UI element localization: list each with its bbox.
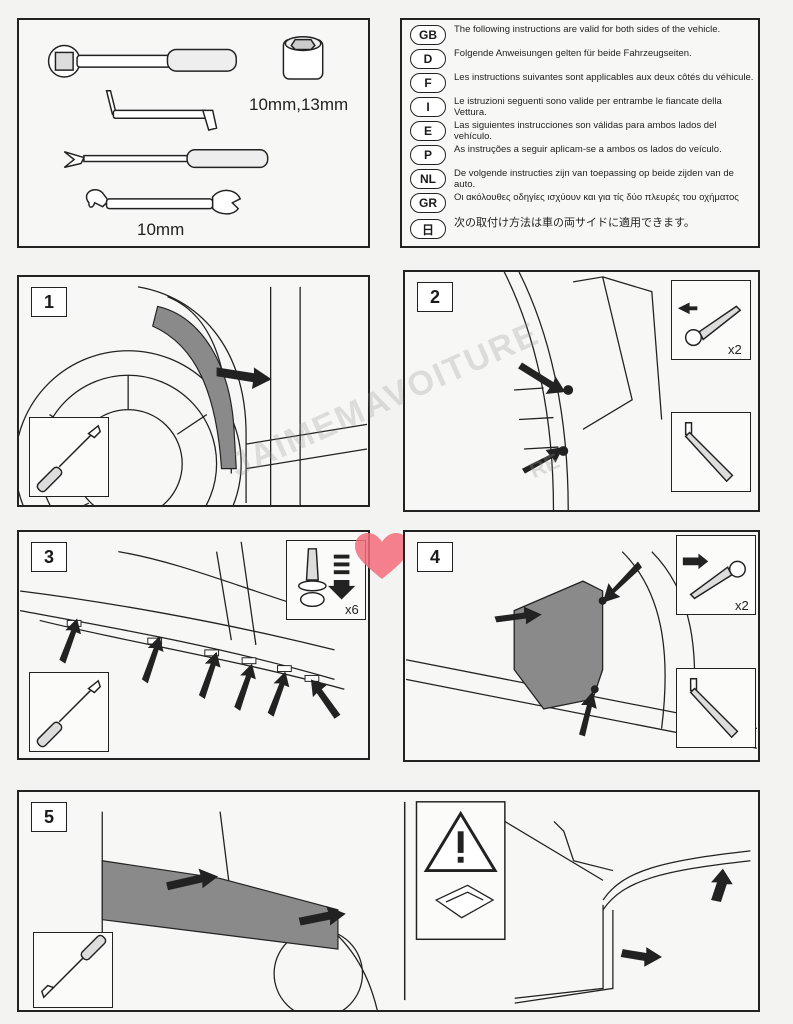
tools-panel: 10mm,13mm 10mm [17,18,370,248]
mudflap [513,580,604,710]
hex-key-icon [684,422,734,483]
step-2-illustration: RE [503,272,663,510]
warning-icon [423,810,498,873]
cloth-icon [434,884,495,919]
screw-arrow [518,362,566,474]
step-4-tool-inset [676,668,756,748]
clip-quantity: x6 [345,602,359,617]
hex-key-icon [105,90,218,131]
step-1-tool-inset [29,417,109,497]
open-wrench-icon [85,189,242,215]
lang-badge: D [410,49,446,69]
step-1-illustration [19,286,368,505]
lang-row-gb: GB The following instructions are valid … [410,24,754,46]
lang-text: Las siguientes instrucciones son válidas… [454,120,717,142]
removal-arrow [216,367,272,390]
lang-badge: NL [410,169,446,189]
step-number: 4 [417,542,453,572]
installation-arrows [166,868,346,926]
step-3-tool-inset [29,672,109,752]
push-clip-icon [297,548,356,608]
step-2-panel: RE 2 x2 [403,270,760,512]
clip-arrows [59,618,341,719]
lang-row-p: P As instruções a seguir aplicam-se a am… [410,144,754,166]
lang-row-nl: NL De volgende instructies zijn van toep… [410,168,754,190]
lang-row-jp: 日 次の取付け方法は車の両サイドに適用できます。 [410,218,754,240]
tools-illustration [47,35,324,215]
step-2-screw-inset [671,280,751,360]
side-skirt [101,860,339,950]
step-4-screw-inset [676,535,756,615]
step-4-illustration [405,551,758,749]
step-number: 3 [31,542,67,572]
languages-panel: GB The following instructions are valid … [400,18,760,248]
lang-text: Οι ακόλουθες οδηγίες ισχύουν και για τίς… [454,192,739,203]
lang-text: Les instructions suivantes sont applicab… [454,72,754,83]
wrench-size-label: 10mm [137,220,185,239]
trim-tool-icon [63,148,269,169]
direction-arrows [620,868,733,967]
lang-badge: I [410,97,446,117]
step-3-panel: 3 x6 [17,530,370,760]
socket-size-label: 10mm,13mm [249,95,349,114]
lang-row-d: D Folgende Anweisungen gelten für beide … [410,48,754,70]
lang-row-e: E Las siguientes instrucciones son válid… [410,120,754,142]
lang-badge: F [410,73,446,93]
trim-tool-icon [41,934,107,999]
step-5-panel: 5 [17,790,760,1012]
step-number: 2 [417,282,453,312]
step-3-clip-inset [286,540,366,620]
screw-icon [682,553,746,600]
step-5-tool-inset [33,932,113,1008]
screw-quantity: x2 [735,598,749,613]
lang-text: De volgende instructies zijn van toepass… [454,168,734,190]
lang-badge: 日 [410,219,446,239]
lang-text: Folgende Anweisungen gelten für beide Fa… [454,48,692,59]
socket-icon [282,35,324,80]
step-number: 5 [31,802,67,832]
step-1-panel: 1 [17,275,370,507]
trim-tool-icon [36,679,102,748]
step-3-illustration [19,541,345,719]
lang-row-i: I Le istruzioni seguenti sono valide per… [410,96,754,118]
screw-icon [677,302,742,347]
lang-badge: P [410,145,446,165]
heart-icon [355,533,409,579]
lang-badge: GR [410,193,446,213]
lang-text: 次の取付け方法は車の両サイドに適用できます。 [454,217,695,229]
lang-badge: E [410,121,446,141]
step-5-illustration [101,801,751,1010]
hex-key-icon [689,678,739,739]
lang-row-f: F Les instructions suivantes sont applic… [410,72,754,94]
trim-tool-icon [36,424,102,493]
lang-row-gr: GR Οι ακόλουθες οδηγίες ισχύουν και για … [410,192,754,214]
lang-text: Le istruzioni seguenti sono valide per e… [454,96,722,118]
lang-text: As instruções a seguir aplicam-se a ambo… [454,144,722,155]
screw-quantity: x2 [728,342,742,357]
wheel-arch-liner [152,305,237,470]
lang-badge: GB [410,25,446,45]
step-2-tool-inset [671,412,751,492]
lang-text: The following instructions are valid for… [454,24,721,35]
screw-arrow [494,561,642,737]
ratchet-icon [47,44,237,78]
step-number: 1 [31,287,67,317]
step-4-panel: 4 x2 [403,530,760,762]
